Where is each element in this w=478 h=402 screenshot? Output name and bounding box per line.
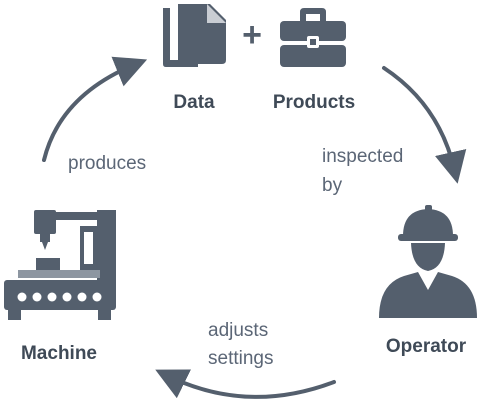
adjusts-settings-label-line2: settings <box>208 348 273 369</box>
machine-label: Machine <box>21 343 97 364</box>
document-icon <box>163 4 226 67</box>
inspected-by-label-line1: inspected <box>322 146 403 167</box>
briefcase-icon <box>280 8 346 67</box>
arrow-machine-to-data <box>42 56 148 162</box>
produces-label: produces <box>68 153 146 174</box>
cnc-machine-icon <box>4 210 116 320</box>
adjusts-settings-label-line1: adjusts <box>208 320 268 341</box>
arrow-operator-to-machine <box>155 369 336 399</box>
data-label: Data <box>173 92 215 113</box>
worker-hardhat-icon <box>379 205 477 318</box>
operator-label: Operator <box>386 336 467 357</box>
products-label: Products <box>273 92 355 113</box>
arrow-products-to-operator <box>382 66 467 184</box>
plus-sign: + <box>242 16 262 54</box>
inspected-by-label-line2: by <box>322 175 343 196</box>
